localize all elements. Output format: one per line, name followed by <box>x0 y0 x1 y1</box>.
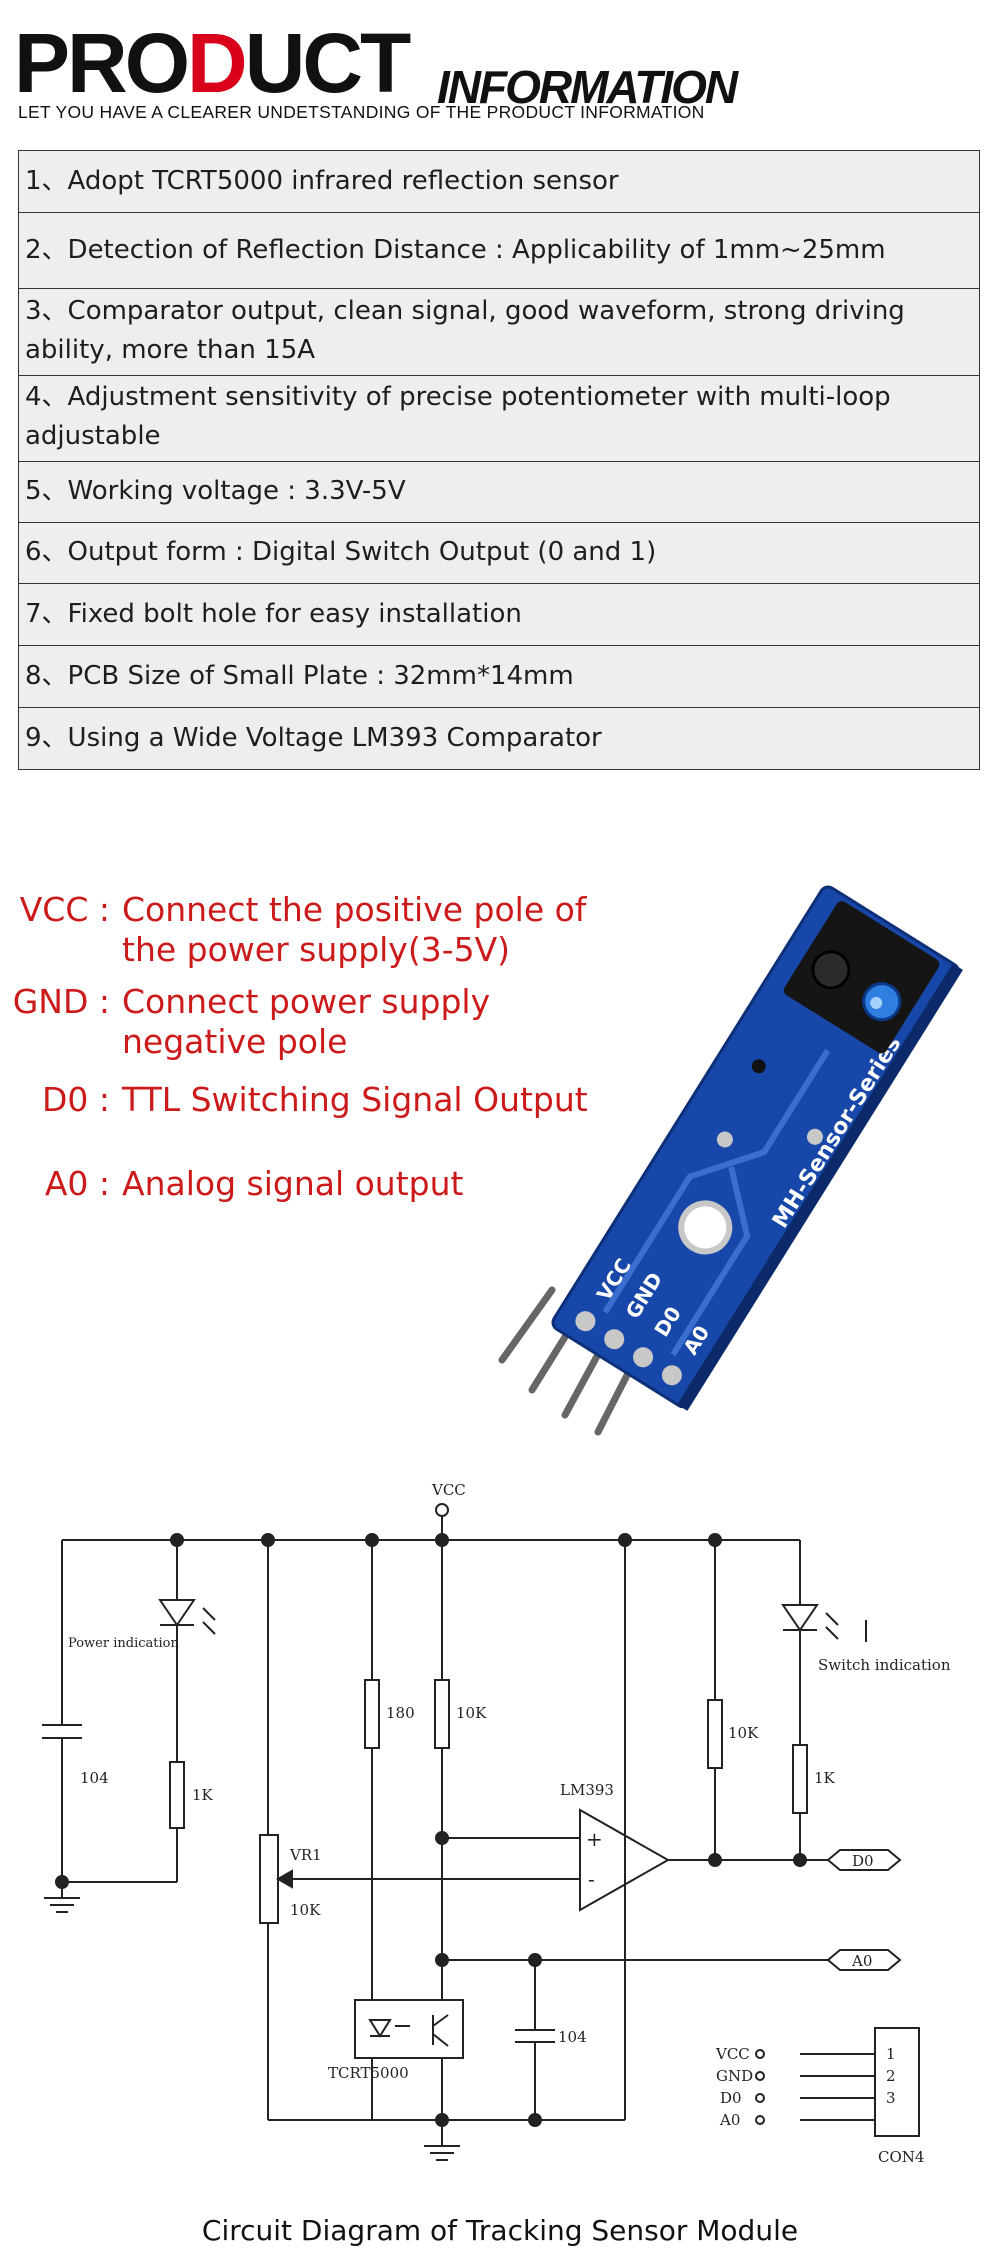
led-ray <box>825 1626 839 1640</box>
potentiometer-vr1 <box>259 1834 279 1924</box>
feature-row: 7、Fixed bolt hole for easy installation <box>18 584 980 646</box>
phototransistor-leg <box>432 2014 449 2027</box>
via <box>716 1131 733 1148</box>
pin-descriptions: VCC : Connect the positive pole of the p… <box>0 890 620 1230</box>
solder-pad <box>661 1365 682 1386</box>
conn-terminal <box>755 2093 765 2103</box>
conn-num-label: 2 <box>886 2067 896 2085</box>
vcc-label: VCC <box>431 1481 466 1499</box>
tcrt5000-label: TCRT5000 <box>328 2064 409 2082</box>
conn-pin-label: VCC <box>715 2045 750 2063</box>
pin-label: A0 : <box>44 1164 110 1203</box>
led-ray <box>202 1607 216 1621</box>
d0-output-tag <box>826 1849 902 1871</box>
conn-num-label: 3 <box>886 2089 896 2107</box>
pcb-trace <box>602 1048 831 1314</box>
r-180-label: 180 <box>386 1704 415 1722</box>
feature-table: 1、Adopt TCRT5000 infrared reflection sen… <box>18 150 980 770</box>
led-ray <box>202 1621 216 1635</box>
conn-pin-label: GND <box>716 2067 753 2085</box>
con4-connector <box>874 2027 920 2137</box>
resistor-1k-right <box>792 1744 808 1814</box>
power-led-icon <box>158 1599 196 1627</box>
vr1-value: 10K <box>290 1901 321 1919</box>
comparator-label: LM393 <box>560 1781 614 1799</box>
switch-led-icon <box>781 1604 819 1632</box>
wiper-arrow-icon <box>275 1869 293 1889</box>
a0-output-label: A0 <box>851 1952 872 1970</box>
solder-pad <box>575 1311 596 1332</box>
tcrt5000-block <box>354 1999 464 2059</box>
pin-text: Connect the positive pole of the power s… <box>122 890 587 969</box>
conn-terminal <box>755 2115 765 2125</box>
pin-label: D0 : <box>41 1080 110 1119</box>
solder-pad <box>604 1329 625 1350</box>
via <box>806 1128 823 1145</box>
vr1-name: VR1 <box>289 1846 322 1864</box>
pcb-trace <box>670 1166 751 1357</box>
title-accent-letter: D <box>187 16 248 110</box>
schematic-svg: VCC 104 Power indication 1K <box>42 1481 951 2166</box>
power-indication-label: Power indication <box>68 1636 179 1651</box>
conn-terminal <box>755 2049 765 2059</box>
feature-row: 1、Adopt TCRT5000 infrared reflection sen… <box>18 151 980 213</box>
conn-name-label: CON4 <box>878 2148 924 2166</box>
junction <box>528 2113 542 2127</box>
conn-pin-label: A0 <box>719 2111 740 2129</box>
feature-row: 5、Working voltage : 3.3V-5V <box>18 462 980 523</box>
solder-pad <box>633 1347 654 1368</box>
cap2-label: 104 <box>558 2028 587 2046</box>
header-subtitle: LET YOU HAVE A CLEARER UNDETSTANDING OF … <box>18 102 705 122</box>
feature-row: 2、Detection of Reflection Distance : App… <box>18 213 980 289</box>
r-10k-b-label: 10K <box>728 1724 759 1742</box>
pin-wire <box>498 1286 556 1364</box>
feature-row: 6、Output form : Digital Switch Output (0… <box>18 523 980 584</box>
r-1k-left-label: 1K <box>192 1786 214 1804</box>
pin-label: VCC : <box>19 890 110 929</box>
feature-row: 8、PCB Size of Small Plate : 32mm*14mm <box>18 646 980 708</box>
sensor-board-svg: VCC GND D0 A0 MH-Sensor-Series <box>498 885 963 1436</box>
lens-highlight <box>870 996 883 1009</box>
pin-text: Connect power supply negative pole <box>122 982 491 1061</box>
pin-text: TTL Switching Signal Output <box>122 1080 588 1119</box>
resistor-1k-left <box>169 1761 185 1829</box>
vcc-terminal <box>435 1503 449 1517</box>
pin-text: Analog signal output <box>122 1164 464 1203</box>
schematic-caption: Circuit Diagram of Tracking Sensor Modul… <box>201 2214 799 2247</box>
product-info-header: PRODUCT INFORMATION LET YOU HAVE A CLEAR… <box>14 18 994 128</box>
title-part-2: UCT <box>244 16 412 110</box>
pcb-board: VCC GND D0 A0 MH-Sensor-Series <box>551 885 963 1411</box>
comparator-plus: + <box>586 1827 603 1851</box>
ir-led-symbol-icon <box>368 2019 392 2038</box>
d0-output-label: D0 <box>852 1852 874 1870</box>
phototransistor-leg <box>432 2033 449 2047</box>
pin-label: GND : <box>12 982 110 1021</box>
r-10k-a-label: 10K <box>456 1704 487 1722</box>
feature-row: 9、Using a Wide Voltage LM393 Comparator <box>18 708 980 770</box>
mounting-hole <box>678 1200 733 1255</box>
conn-num-label: 1 <box>886 2045 896 2063</box>
via <box>751 1059 766 1074</box>
title-part-1: PRO <box>14 16 190 110</box>
tcrt-sensor-housing <box>783 901 940 1054</box>
circuit-schematic: VCC 104 Power indication 1K <box>0 1470 1000 2200</box>
resistor-10k-b <box>707 1699 723 1769</box>
feature-row: 4、Adjustment sensitivity of precise pote… <box>18 376 980 462</box>
a0-output-tag <box>826 1949 902 1971</box>
comparator-minus: - <box>588 1867 595 1891</box>
sensor-board-illustration: VCC GND D0 A0 MH-Sensor-Series <box>480 820 1000 1440</box>
cap1-label: 104 <box>80 1769 109 1787</box>
led-ray <box>825 1612 839 1626</box>
feature-row: 3、Comparator output, clean signal, good … <box>18 289 980 376</box>
pcb-edge <box>677 963 963 1411</box>
ir-emitter <box>811 950 851 990</box>
switch-indication-label: Switch indication <box>818 1656 951 1674</box>
r-1k-right-label: 1K <box>814 1769 836 1787</box>
resistor-10k-a <box>434 1679 450 1749</box>
conn-terminal <box>755 2071 765 2081</box>
resistor-180 <box>364 1679 380 1749</box>
conn-pin-label: D0 <box>720 2089 742 2107</box>
header-title: PRODUCT <box>14 16 412 110</box>
header-title-small: INFORMATION <box>437 61 738 113</box>
